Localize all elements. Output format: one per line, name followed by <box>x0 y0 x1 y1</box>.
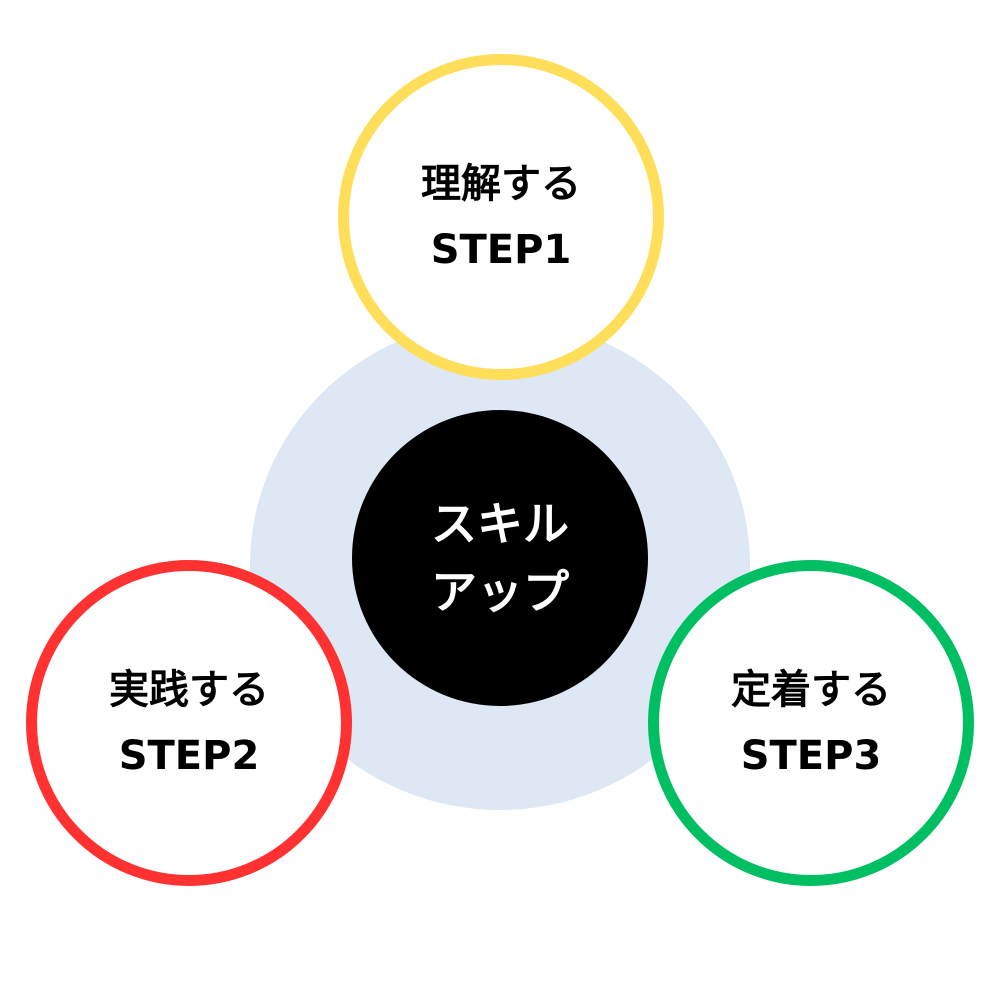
step3-title: 定着する <box>731 667 891 713</box>
center-line-2: アップ <box>431 565 569 619</box>
step3-label: STEP3 <box>740 733 882 779</box>
step2-label: STEP2 <box>118 733 260 779</box>
step1-circle: 理解する STEP1 <box>338 54 664 380</box>
step2-circle: 実践する STEP2 <box>26 560 352 886</box>
step1-title: 理解する <box>421 161 581 207</box>
step3-circle: 定着する STEP3 <box>648 560 974 886</box>
center-circle: スキル アップ <box>352 410 648 706</box>
step1-label: STEP1 <box>430 227 572 273</box>
step2-title: 実践する <box>109 667 269 713</box>
center-line-1: スキル <box>431 497 569 551</box>
